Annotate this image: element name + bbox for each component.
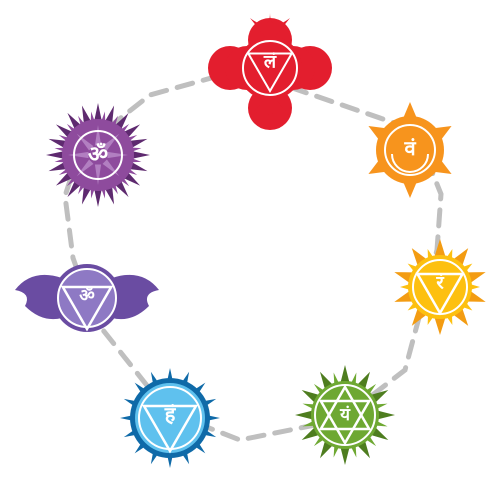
petal <box>94 125 102 146</box>
left-wing-petal <box>15 274 62 320</box>
chakra-disc <box>135 383 205 453</box>
bija-syllable: वं <box>403 136 416 160</box>
throat-chakra: हं <box>120 368 220 468</box>
petal <box>68 151 89 159</box>
bija-syllable: ॐ <box>79 286 95 306</box>
petal <box>94 164 102 185</box>
yantra-triangle <box>246 52 294 93</box>
inner-ring <box>242 40 298 96</box>
yantra-triangle <box>318 399 372 446</box>
third-eye-chakra: ॐ <box>15 264 159 332</box>
sacral-chakra: वं <box>368 102 452 198</box>
yantra-triangle <box>415 272 465 316</box>
petal <box>250 13 290 43</box>
crescent-moon <box>391 153 429 173</box>
bija-syllable: ॐ <box>88 143 108 168</box>
bija-syllable: रं <box>435 273 444 294</box>
petal <box>250 93 290 123</box>
yantra-triangle <box>318 384 372 431</box>
chakra-disc <box>238 36 302 100</box>
bija-syllable: यं <box>339 405 351 425</box>
crown-chakra: ॐ <box>46 103 150 207</box>
bija-syllable: लं <box>263 52 277 73</box>
root-chakra: लं <box>208 13 332 130</box>
heart-chakra: यं <box>295 365 395 465</box>
chakra-disc <box>408 255 472 319</box>
inner-ring <box>73 130 123 180</box>
yantra-triangle <box>141 404 199 454</box>
yantra-triangle <box>60 285 114 332</box>
inner-ring <box>384 124 436 176</box>
chakra-disc <box>311 381 379 449</box>
chakra-inner-disc <box>58 269 116 327</box>
right-wing-petal <box>112 274 159 320</box>
bija-syllable: हं <box>164 402 177 426</box>
petal <box>107 151 128 159</box>
solar-plexus-chakra: रं <box>394 239 486 335</box>
